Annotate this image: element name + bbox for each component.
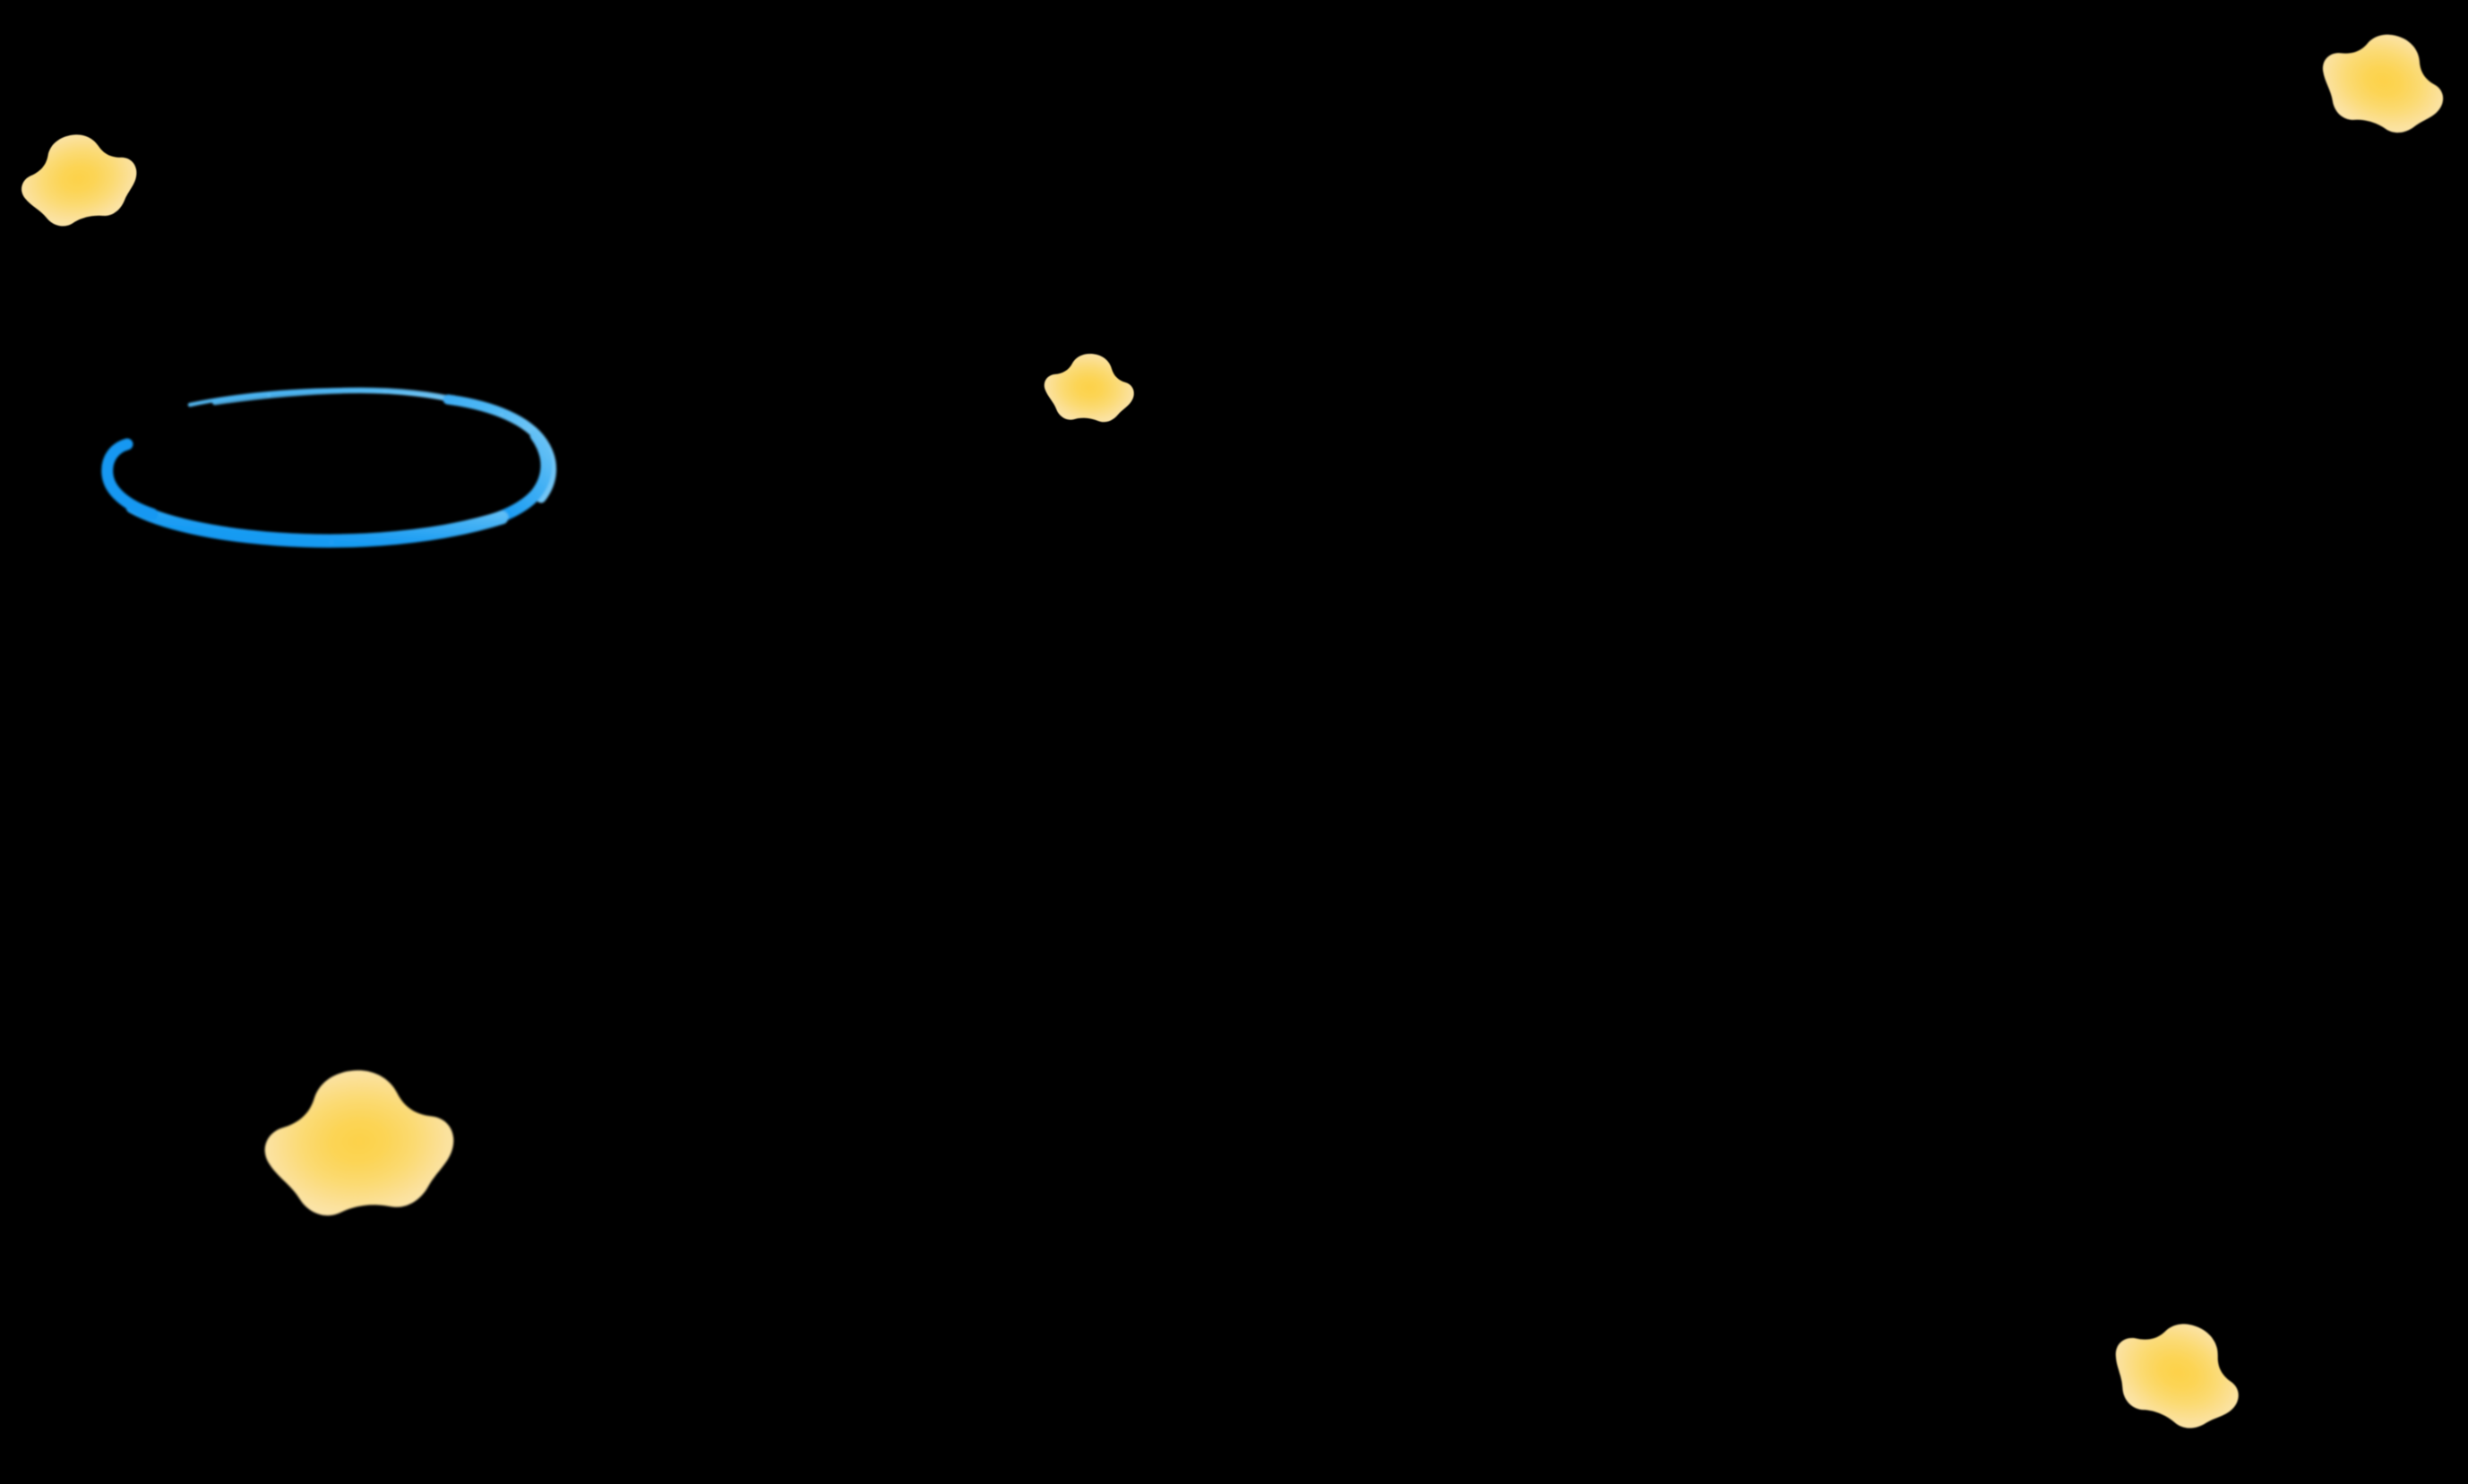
scribble-segment-left-hook xyxy=(101,438,159,520)
ink-fleck xyxy=(221,531,227,536)
ink-fleck xyxy=(383,389,388,394)
ink-fleck xyxy=(329,540,334,545)
blue-circle-scribble xyxy=(101,387,557,548)
ink-fleck xyxy=(266,392,271,398)
scribble-segment-bottom xyxy=(125,500,509,548)
ink-fleck xyxy=(499,412,504,417)
scribble-segment-open-thicken xyxy=(211,387,475,407)
